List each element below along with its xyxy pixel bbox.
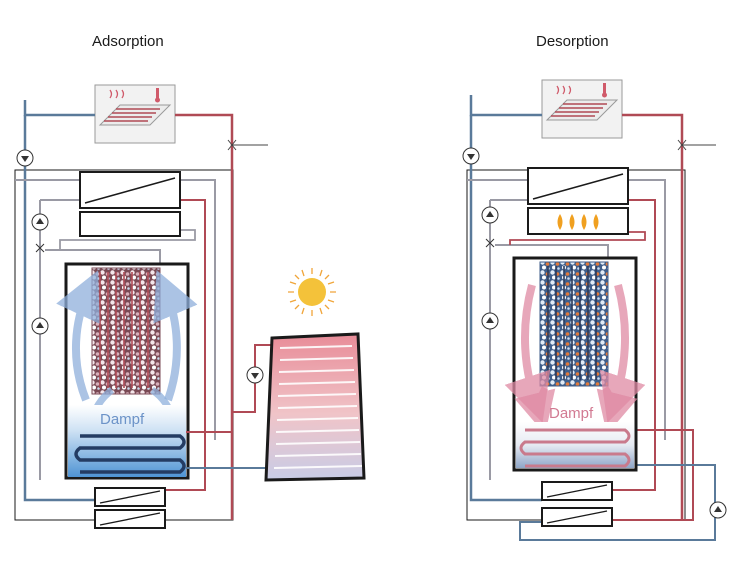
cold-pipe xyxy=(23,115,95,502)
cold-pipe xyxy=(519,464,716,541)
hot-pipe xyxy=(612,429,694,521)
evaporator-coil xyxy=(74,434,186,474)
cold-pipe xyxy=(469,95,542,117)
hot-pipe xyxy=(175,113,234,520)
grey-pipe xyxy=(39,199,80,480)
heat-exchanger-icon xyxy=(79,171,181,237)
adsorption-panel: Dampf xyxy=(14,84,272,529)
valve-icon xyxy=(35,243,45,253)
vapor-arrow xyxy=(514,386,556,435)
heat-exchanger-icon xyxy=(94,487,166,529)
solar-collector-icon xyxy=(264,332,366,482)
grey-pipe xyxy=(15,179,216,440)
flame-icon xyxy=(557,214,599,230)
valve-icon xyxy=(485,238,495,248)
heat-coil xyxy=(99,272,149,388)
pump-icon xyxy=(16,149,34,167)
valve-icon xyxy=(227,139,237,151)
grey-pipe xyxy=(45,249,161,265)
vapor-arrow xyxy=(56,270,100,402)
thermometer-icon xyxy=(155,88,160,103)
thermometer-icon xyxy=(602,83,607,98)
pump-icon xyxy=(31,317,49,335)
cold-pipe xyxy=(23,100,95,117)
vapor-label: Dampf xyxy=(100,411,145,428)
adsorbent-bed xyxy=(91,267,161,395)
adsorbent-bed xyxy=(539,261,609,387)
grey-pipe xyxy=(495,244,609,260)
grey-pipe xyxy=(467,179,666,440)
evaporator-water xyxy=(68,405,186,477)
desorption-title: Desorption xyxy=(536,33,609,50)
pump-icon xyxy=(31,213,49,231)
heat-coil xyxy=(547,266,597,380)
grey-pipe xyxy=(489,199,528,480)
hot-pipe xyxy=(612,199,656,491)
radiator-icon xyxy=(541,79,623,139)
vapor-arrow xyxy=(596,385,638,435)
pump-icon xyxy=(246,366,264,384)
heat-exchanger-icon xyxy=(527,167,629,235)
hot-pipe xyxy=(509,231,646,245)
vapor-label: Dampf xyxy=(549,405,594,422)
condenser-coil xyxy=(519,428,631,468)
valve-icon xyxy=(677,139,687,151)
pump-icon xyxy=(709,501,727,519)
hot-pipe xyxy=(622,113,684,520)
hot-pipe xyxy=(186,344,272,433)
pump-icon xyxy=(462,147,480,165)
sun-icon xyxy=(288,268,336,316)
desorption-panel: Dampf xyxy=(462,79,727,541)
pump-icon xyxy=(481,206,499,224)
hot-pipe xyxy=(165,199,206,491)
radiator-icon xyxy=(94,84,176,144)
cold-pipe xyxy=(469,115,542,502)
adsorption-title: Adsorption xyxy=(92,33,164,50)
grey-pipe xyxy=(59,229,196,250)
pump-icon xyxy=(481,312,499,330)
vapor-arrow xyxy=(153,269,198,402)
heat-exchanger-icon xyxy=(541,481,613,527)
